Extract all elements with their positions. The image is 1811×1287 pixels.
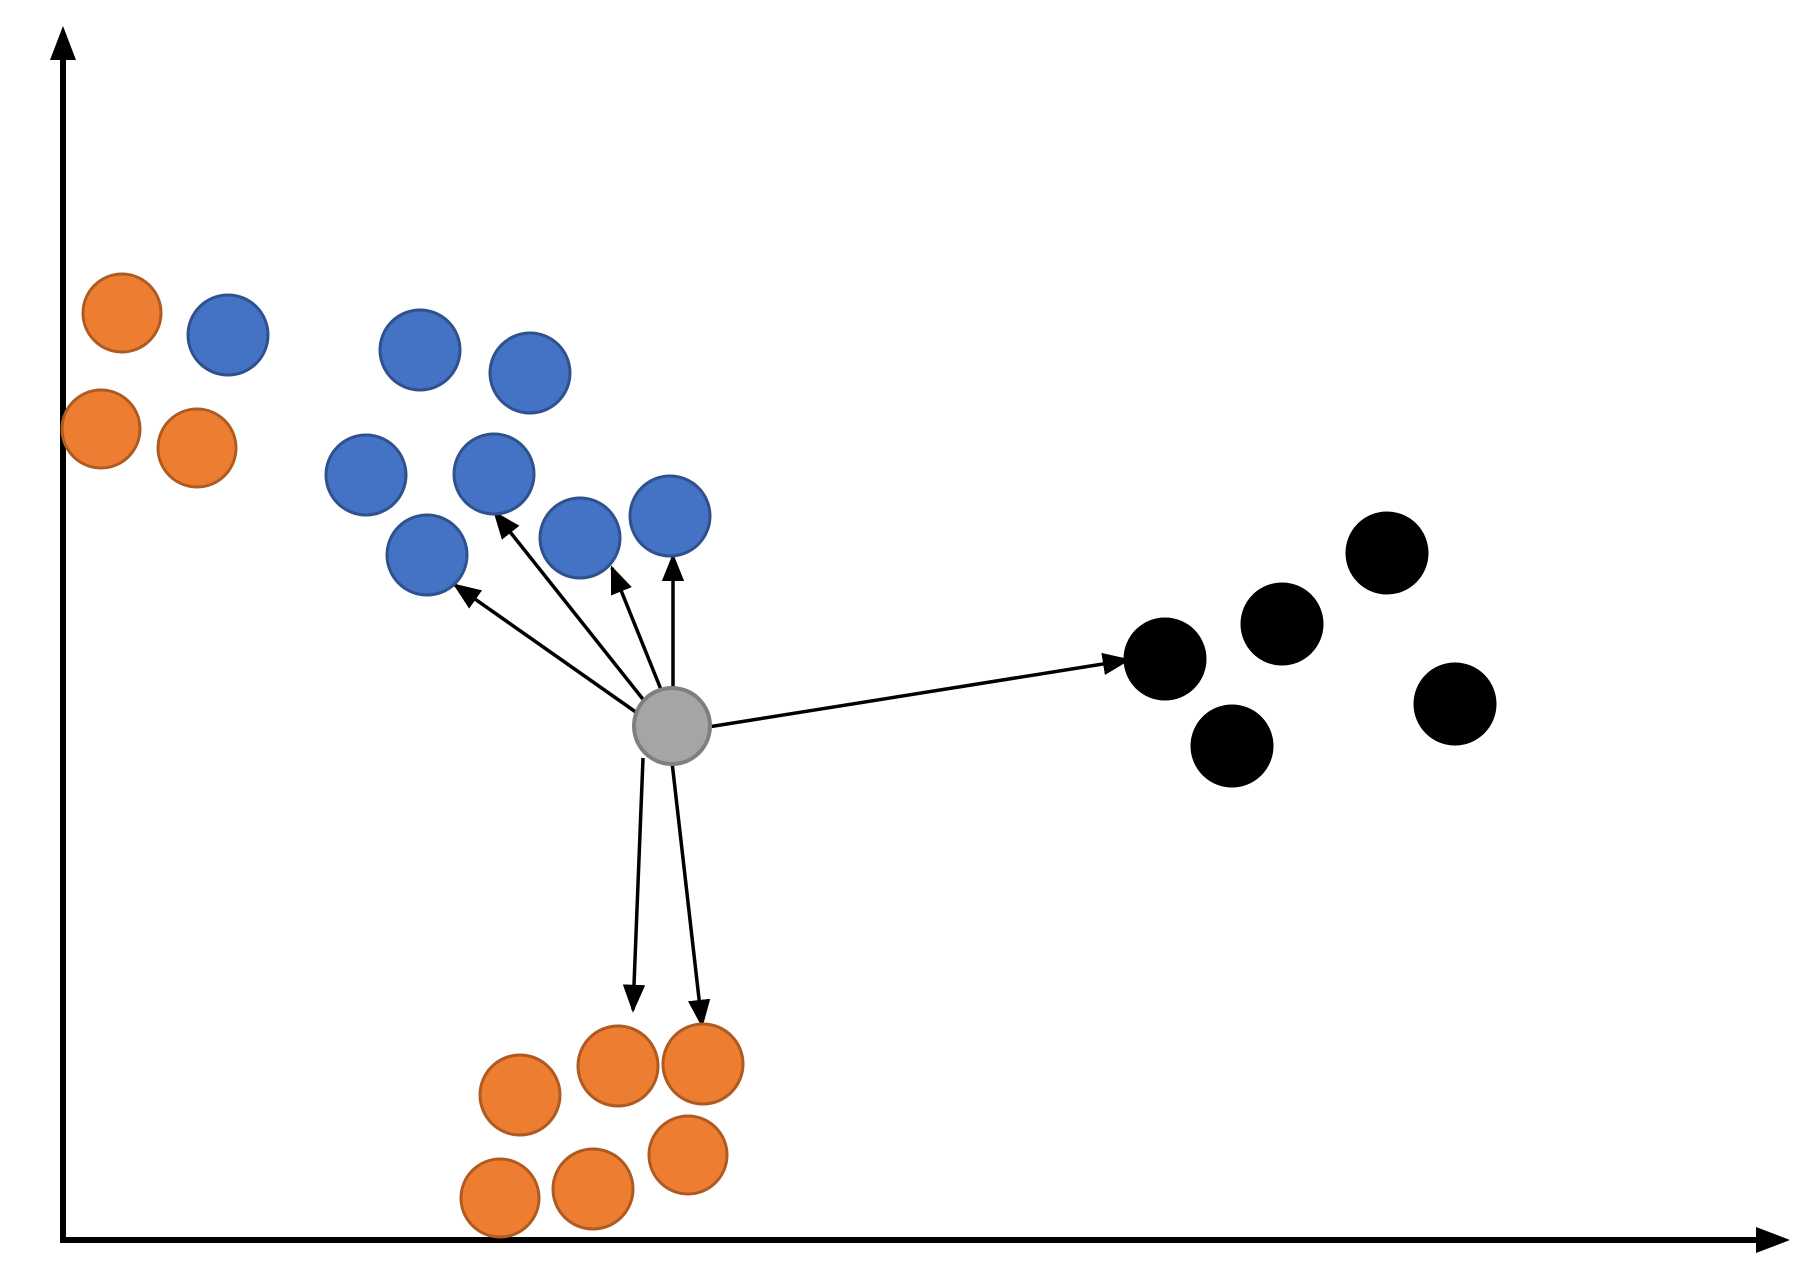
orange-cluster-bottom-point-3: [661, 1022, 745, 1106]
orange-cluster-top-left-point-1: [81, 272, 163, 354]
orange-cluster-bottom-point-2: [576, 1024, 660, 1108]
black-cluster-point-3: [1123, 617, 1207, 701]
neighbor-arrows: [452, 510, 1131, 1028]
arrow-to-black-1: [707, 652, 1131, 729]
arrow-to-orange-2: [670, 761, 711, 1028]
black-cluster-point-2: [1240, 582, 1324, 666]
orange-cluster-top-left-point-2: [60, 388, 142, 470]
arrow-to-blue-2: [493, 510, 648, 705]
query-point: [632, 686, 712, 766]
black-cluster-point-1: [1345, 511, 1429, 595]
data-points: [60, 272, 1497, 1239]
orange-cluster-bottom-point-4: [459, 1157, 541, 1239]
x-axis-arrowhead: [1756, 1227, 1790, 1253]
axes: [50, 26, 1790, 1253]
blue-cluster-point-8: [628, 474, 712, 558]
blue-cluster-point-6: [385, 513, 469, 597]
arrow-to-blue-1: [452, 583, 642, 717]
black-cluster-point-5: [1190, 704, 1274, 788]
blue-cluster-point-5: [452, 432, 536, 516]
orange-cluster-bottom-point-1: [478, 1053, 562, 1137]
blue-cluster-point-3: [488, 331, 572, 415]
blue-cluster-point-7: [538, 496, 622, 580]
blue-cluster-point-2: [378, 308, 462, 392]
arrow-to-orange-1: [622, 757, 646, 1013]
blue-cluster-point-4: [324, 433, 408, 517]
arrow-to-blue-3: [610, 565, 664, 693]
orange-cluster-top-left-point-3: [156, 407, 238, 489]
orange-cluster-bottom-point-5: [551, 1147, 635, 1231]
y-axis-arrowhead: [50, 26, 76, 60]
blue-cluster-point-1: [186, 293, 270, 377]
orange-cluster-bottom-point-6: [647, 1114, 729, 1196]
black-cluster-point-4: [1413, 662, 1497, 746]
